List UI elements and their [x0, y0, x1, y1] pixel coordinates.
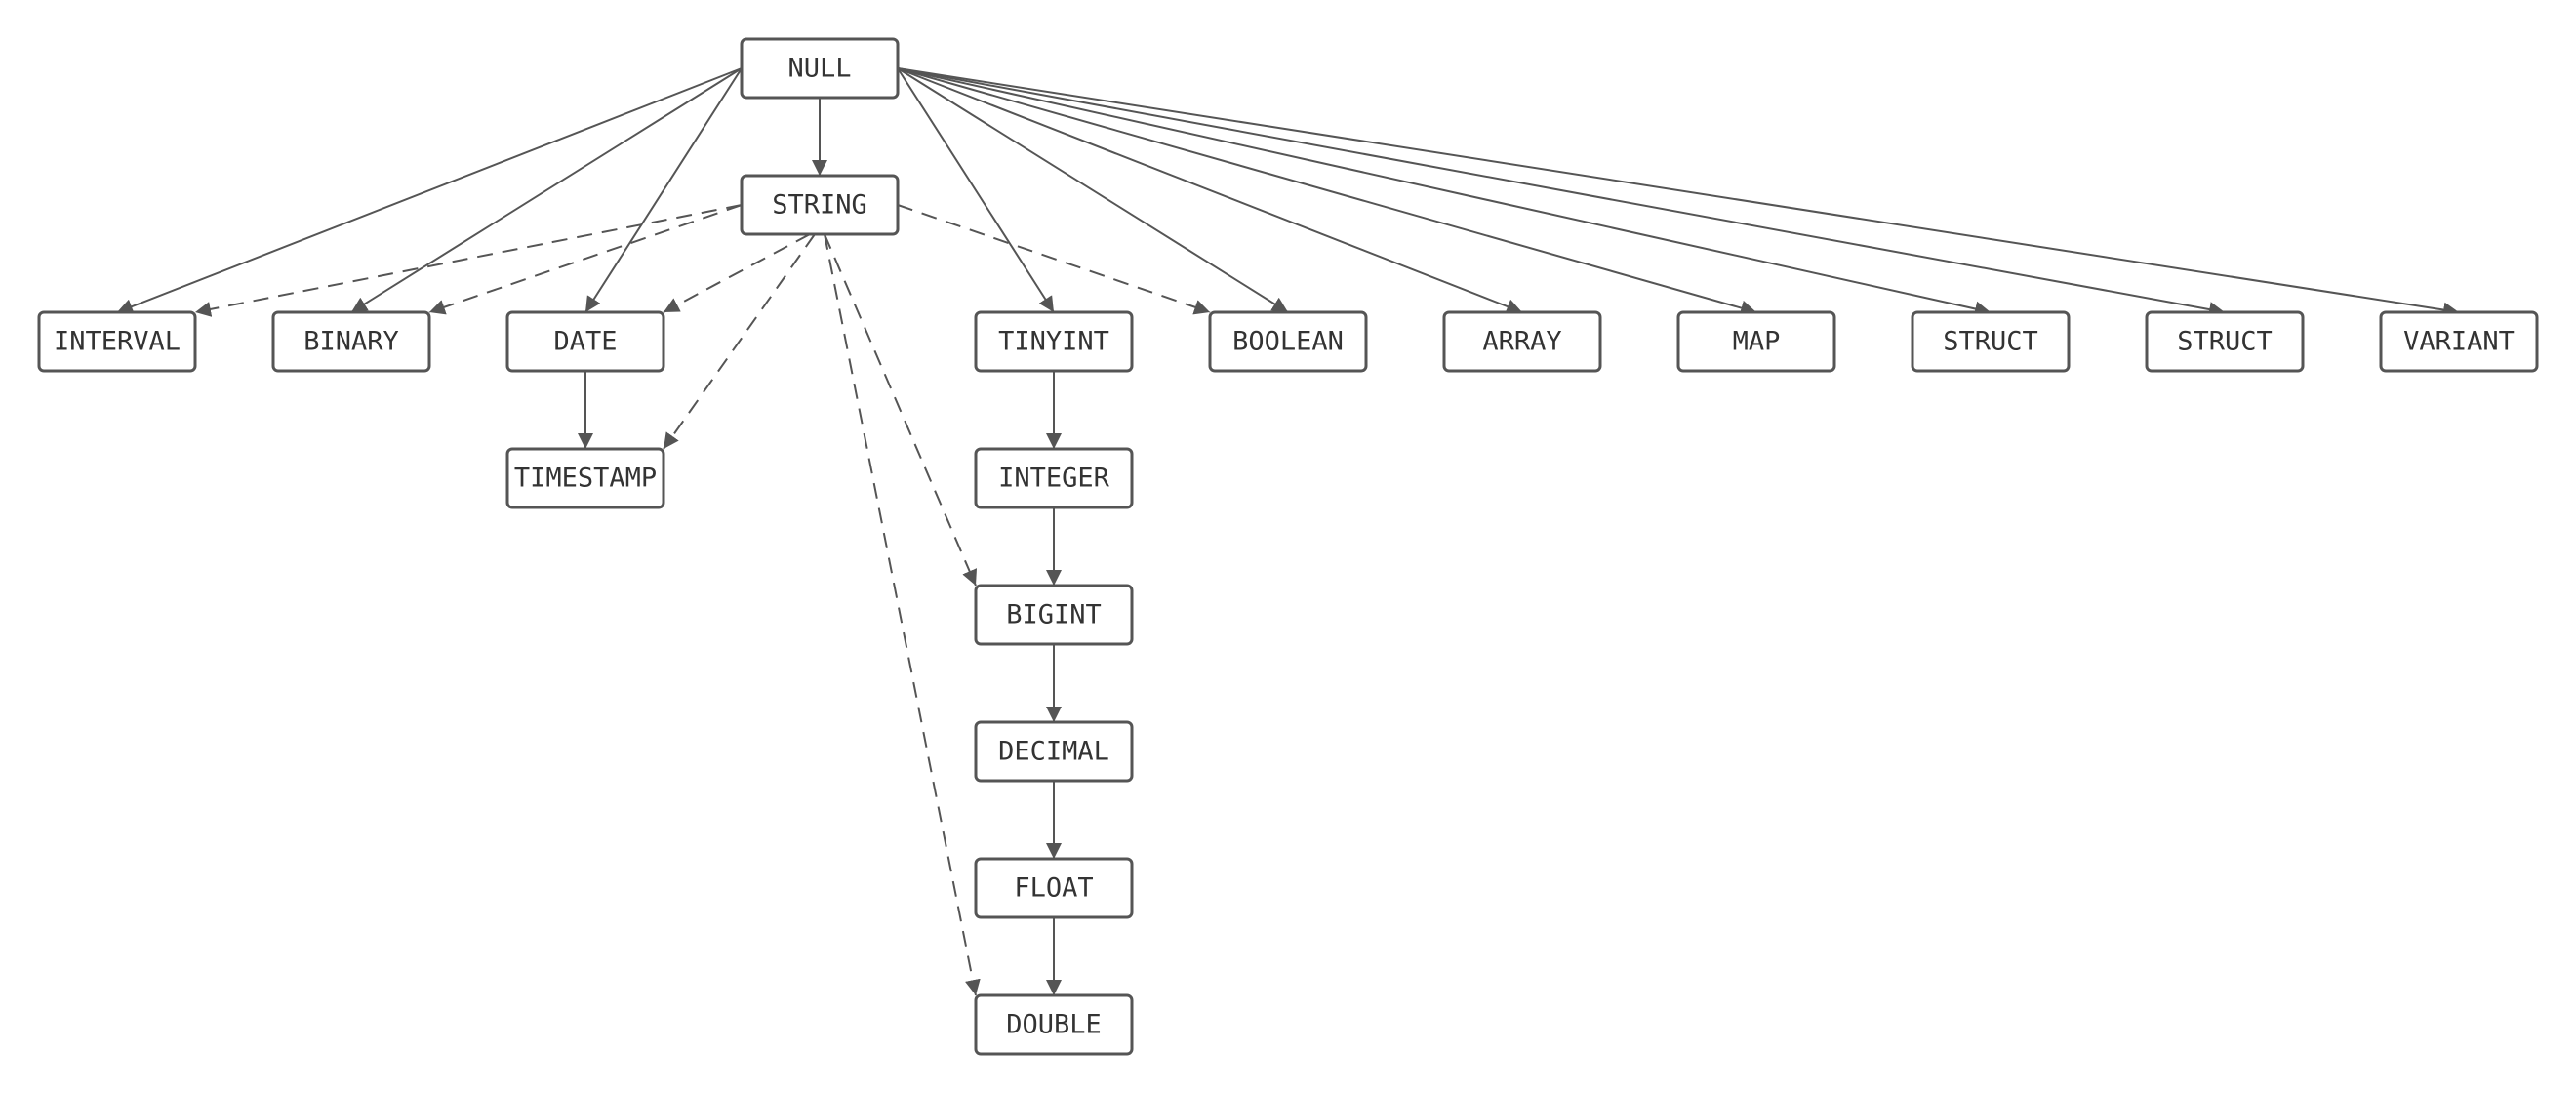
node-struct1: STRUCT [1911, 310, 2071, 373]
edge-string-to-boolean [897, 204, 1211, 315]
node-tinyint: TINYINT [974, 310, 1134, 373]
node-label-float: FLOAT [1014, 873, 1093, 904]
node-label-array: ARRAY [1482, 327, 1561, 357]
node-box-double [974, 993, 1134, 1056]
node-label-timestamp: TIMESTAMP [514, 464, 657, 494]
node-box-integer [974, 447, 1134, 509]
edge-null-to-map [897, 67, 1757, 316]
node-date: DATE [505, 310, 665, 373]
node-timestamp: TIMESTAMP [505, 447, 665, 509]
node-box-tinyint [974, 310, 1134, 373]
edge-null-to-boolean [897, 67, 1289, 313]
node-label-boolean: BOOLEAN [1232, 327, 1344, 357]
edge-null-to-struct2 [897, 67, 2226, 317]
node-array: ARRAY [1442, 310, 1602, 373]
nodes-layer: NULL STRING INTERVAL BINARY DATE TIMESTAMP TIN… [37, 37, 2539, 1056]
edge-null-to-tinyint [897, 67, 1055, 313]
node-variant: VARIANT [2379, 310, 2539, 373]
node-box-bigint [974, 584, 1134, 646]
node-label-binary: BINARY [303, 327, 399, 357]
node-label-decimal: DECIMAL [998, 737, 1109, 767]
node-integer: INTEGER [974, 447, 1134, 509]
node-box-string [740, 174, 900, 236]
edges-layer [116, 67, 2460, 996]
node-binary: BINARY [271, 310, 431, 373]
node-box-float [974, 857, 1134, 919]
node-box-boolean [1208, 310, 1368, 373]
node-null: NULL [740, 37, 900, 100]
node-decimal: DECIMAL [974, 720, 1134, 783]
node-label-integer: INTEGER [998, 464, 1110, 494]
node-box-array [1442, 310, 1602, 373]
node-box-timestamp [505, 447, 665, 509]
node-label-null: NULL [787, 54, 851, 84]
node-box-struct2 [2145, 310, 2305, 373]
edge-string-to-bigint [824, 233, 978, 587]
node-label-string: STRING [772, 190, 867, 221]
node-label-map: MAP [1733, 327, 1781, 357]
edge-string-to-date [663, 233, 811, 313]
node-float: FLOAT [974, 857, 1134, 919]
node-label-struct2: STRUCT [2177, 327, 2273, 357]
node-label-double: DOUBLE [1006, 1010, 1102, 1040]
node-box-decimal [974, 720, 1134, 783]
node-interval: INTERVAL [37, 310, 197, 373]
edge-null-to-array [897, 67, 1523, 314]
node-box-null [740, 37, 900, 100]
node-string: STRING [740, 174, 900, 236]
node-label-tinyint: TINYINT [998, 327, 1109, 357]
node-struct2: STRUCT [2145, 310, 2305, 373]
edge-string-to-binary [428, 204, 743, 315]
edge-null-to-variant [897, 67, 2460, 318]
edge-string-to-timestamp [663, 233, 816, 450]
node-box-map [1676, 310, 1836, 373]
node-box-binary [271, 310, 431, 373]
edge-string-to-double [824, 233, 981, 996]
node-label-struct1: STRUCT [1943, 327, 2038, 357]
node-label-date: DATE [553, 327, 617, 357]
node-label-variant: VARIANT [2403, 327, 2515, 357]
edge-null-to-date [584, 67, 743, 313]
node-box-interval [37, 310, 197, 373]
edge-null-to-interval [116, 67, 743, 314]
node-boolean: BOOLEAN [1208, 310, 1368, 373]
node-label-interval: INTERVAL [54, 327, 181, 357]
node-bigint: BIGINT [974, 584, 1134, 646]
node-box-date [505, 310, 665, 373]
node-label-bigint: BIGINT [1006, 600, 1102, 630]
edge-null-to-binary [350, 67, 743, 313]
node-box-variant [2379, 310, 2539, 373]
edge-string-to-interval [194, 204, 743, 317]
node-map: MAP [1676, 310, 1836, 373]
node-box-struct1 [1911, 310, 2071, 373]
edge-null-to-struct1 [897, 67, 1992, 317]
node-double: DOUBLE [974, 993, 1134, 1056]
